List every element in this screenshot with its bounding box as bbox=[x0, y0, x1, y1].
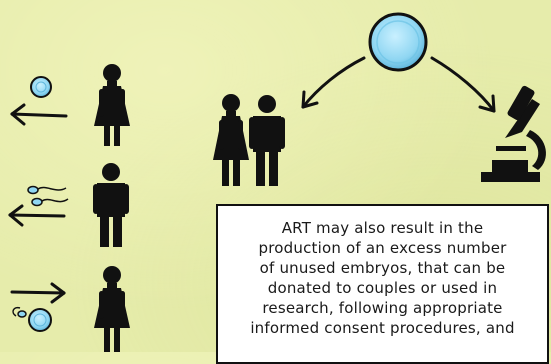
man-icon bbox=[93, 163, 129, 247]
caption-line: informed consent procedures, and bbox=[250, 319, 515, 337]
caption-line: ART may also result in the bbox=[281, 219, 484, 237]
egg-cell-icon bbox=[30, 76, 52, 98]
couple-man-icon bbox=[249, 95, 285, 186]
fertilization-icon bbox=[12, 306, 52, 332]
caption-line: production of an excess number bbox=[258, 239, 507, 257]
sperm-icon bbox=[27, 185, 69, 207]
arrow-to-microscope-icon bbox=[430, 56, 496, 113]
embryo-icon bbox=[368, 12, 428, 72]
microscope-icon bbox=[481, 85, 546, 182]
caption-line: donated to couples or used in bbox=[267, 279, 498, 297]
arrow-to-couple-icon bbox=[301, 56, 366, 109]
caption-line: research, following appropriate bbox=[262, 299, 503, 317]
arrow-left-icon bbox=[8, 204, 66, 227]
woman-icon bbox=[94, 266, 130, 352]
illustration bbox=[8, 12, 546, 352]
arrow-left-icon bbox=[10, 103, 68, 126]
caption-box: ART may also result in the production of… bbox=[216, 204, 549, 364]
couple-woman-icon bbox=[213, 94, 249, 186]
woman-icon bbox=[94, 64, 130, 146]
arrow-right-icon bbox=[10, 282, 66, 304]
couple-icon bbox=[213, 94, 285, 186]
caption-line: of unused embryos, that can be bbox=[259, 259, 506, 277]
